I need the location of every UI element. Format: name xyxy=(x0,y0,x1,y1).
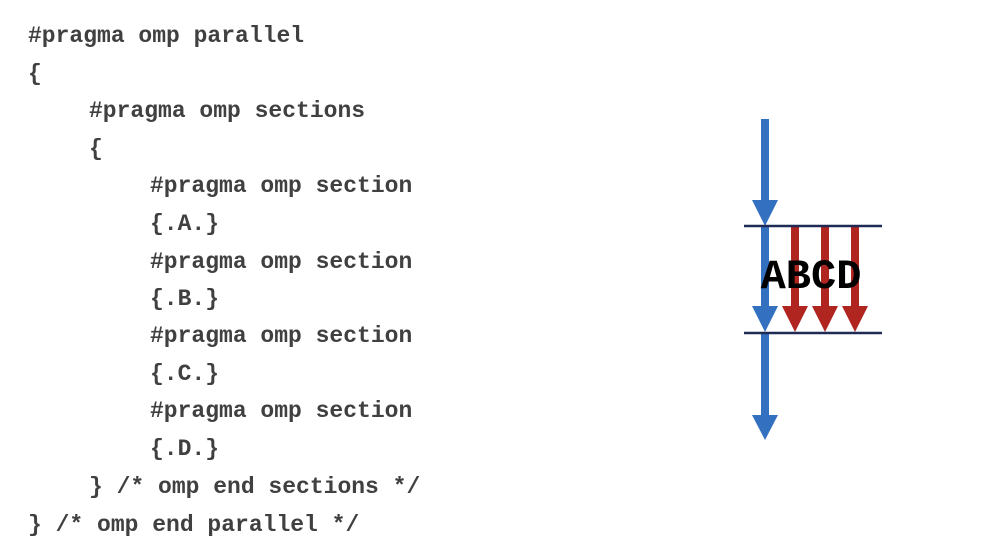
code-line: { xyxy=(89,136,103,162)
code-line: {.D.} xyxy=(150,436,220,462)
code-line: } /* omp end sections */ xyxy=(89,474,421,500)
main-thread-arrowhead xyxy=(752,306,778,332)
main-thread-arrows xyxy=(752,119,778,440)
code-line: #pragma omp sections xyxy=(89,98,366,124)
main-thread-arrowhead xyxy=(752,415,778,440)
code-line: #pragma omp section xyxy=(150,173,413,199)
main-thread-shaft xyxy=(761,333,769,417)
code-line: } /* omp end parallel */ xyxy=(28,512,360,538)
code-line: #pragma omp section xyxy=(150,398,413,424)
section-thread-arrows xyxy=(782,226,868,332)
main-thread-shaft xyxy=(761,119,769,202)
sections-label: ABCD xyxy=(761,253,862,301)
code-line: {.A.} xyxy=(150,211,220,237)
section-thread-shaft xyxy=(851,226,859,308)
section-thread-arrowhead xyxy=(782,306,808,332)
main-thread-shaft xyxy=(761,226,769,308)
section-thread-arrowhead xyxy=(812,306,838,332)
main-thread-arrowhead xyxy=(752,200,778,226)
section-thread-shaft xyxy=(821,226,829,308)
code-line: #pragma omp section xyxy=(150,323,413,349)
section-thread-arrowhead xyxy=(842,306,868,332)
code-line: {.C.} xyxy=(150,361,220,387)
code-listing: #pragma omp parallel { #pragma omp secti… xyxy=(28,23,421,538)
code-line: #pragma omp section xyxy=(150,249,413,275)
code-line: #pragma omp parallel xyxy=(28,23,305,49)
code-line: { xyxy=(28,61,42,87)
code-line: {.B.} xyxy=(150,286,220,312)
section-thread-shaft xyxy=(791,226,799,308)
